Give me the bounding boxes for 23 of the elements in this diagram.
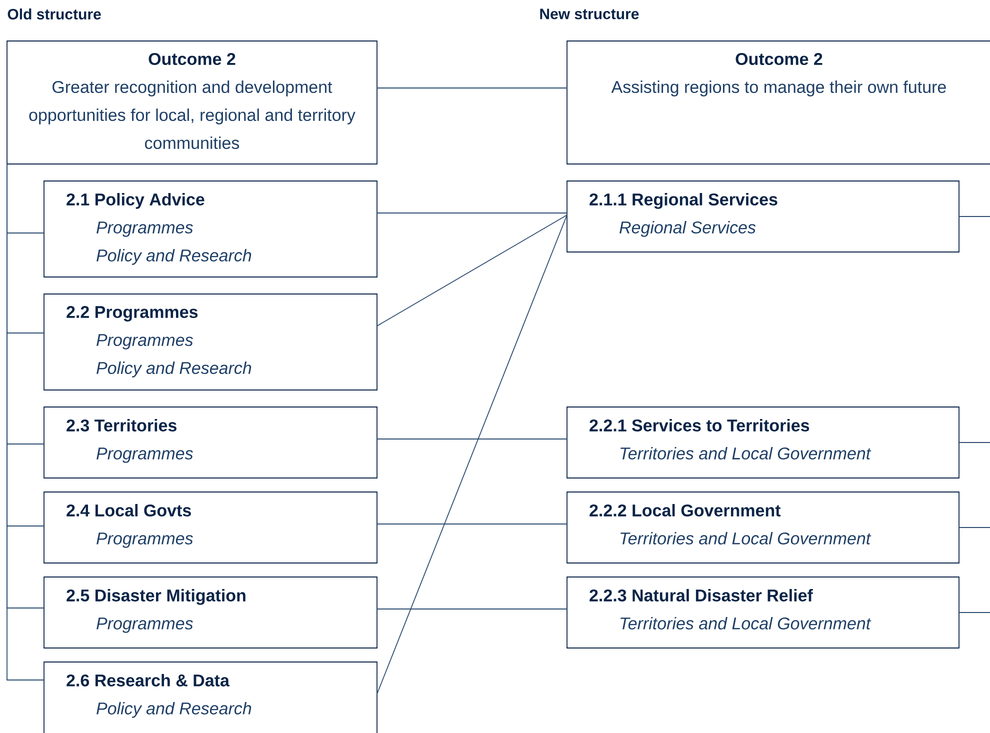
column-heading: Old structure xyxy=(8,8,101,20)
structure-box: 2.6 Research & Data Policy and Research xyxy=(44,662,378,733)
structure-box: 2.1 Policy Advice Programmes Policy and Research xyxy=(44,180,378,278)
column-heading: New structure xyxy=(540,8,639,20)
connector-line xyxy=(958,216,990,217)
structure-box: 2.4 Local Govts Programmes xyxy=(44,492,378,564)
connector-line xyxy=(376,214,568,694)
connector-line xyxy=(958,612,990,613)
structure-box: 2.5 Disaster Mitigation Programmes xyxy=(44,576,378,648)
connector-line xyxy=(376,214,568,326)
structure-box: 2.3 Territories Programmes xyxy=(44,406,378,478)
structure-box: 2.1.1 Regional Services Regional Services xyxy=(566,180,960,252)
connector-line xyxy=(958,442,990,443)
connector-line xyxy=(376,608,568,610)
structure-box: 2.2.2 Local Government Territories and Local Government xyxy=(566,492,960,564)
connector-line xyxy=(376,438,568,440)
connector-line xyxy=(376,212,568,214)
structure-box: Outcome 2 Assisting regions to manage their own future xyxy=(566,40,990,164)
structure-box: 2.2 Programmes Programmes Policy and Research xyxy=(44,294,378,390)
structure-box: Outcome 2 Greater recognition and development opportunities for local, regional and territory communities xyxy=(6,40,378,164)
structure-box: 2.2.3 Natural Disaster Relief Territories and Local Government xyxy=(566,576,960,648)
structure-box: 2.2.1 Services to Territories Territories and Local Government xyxy=(566,406,960,478)
connector-line xyxy=(958,527,990,528)
